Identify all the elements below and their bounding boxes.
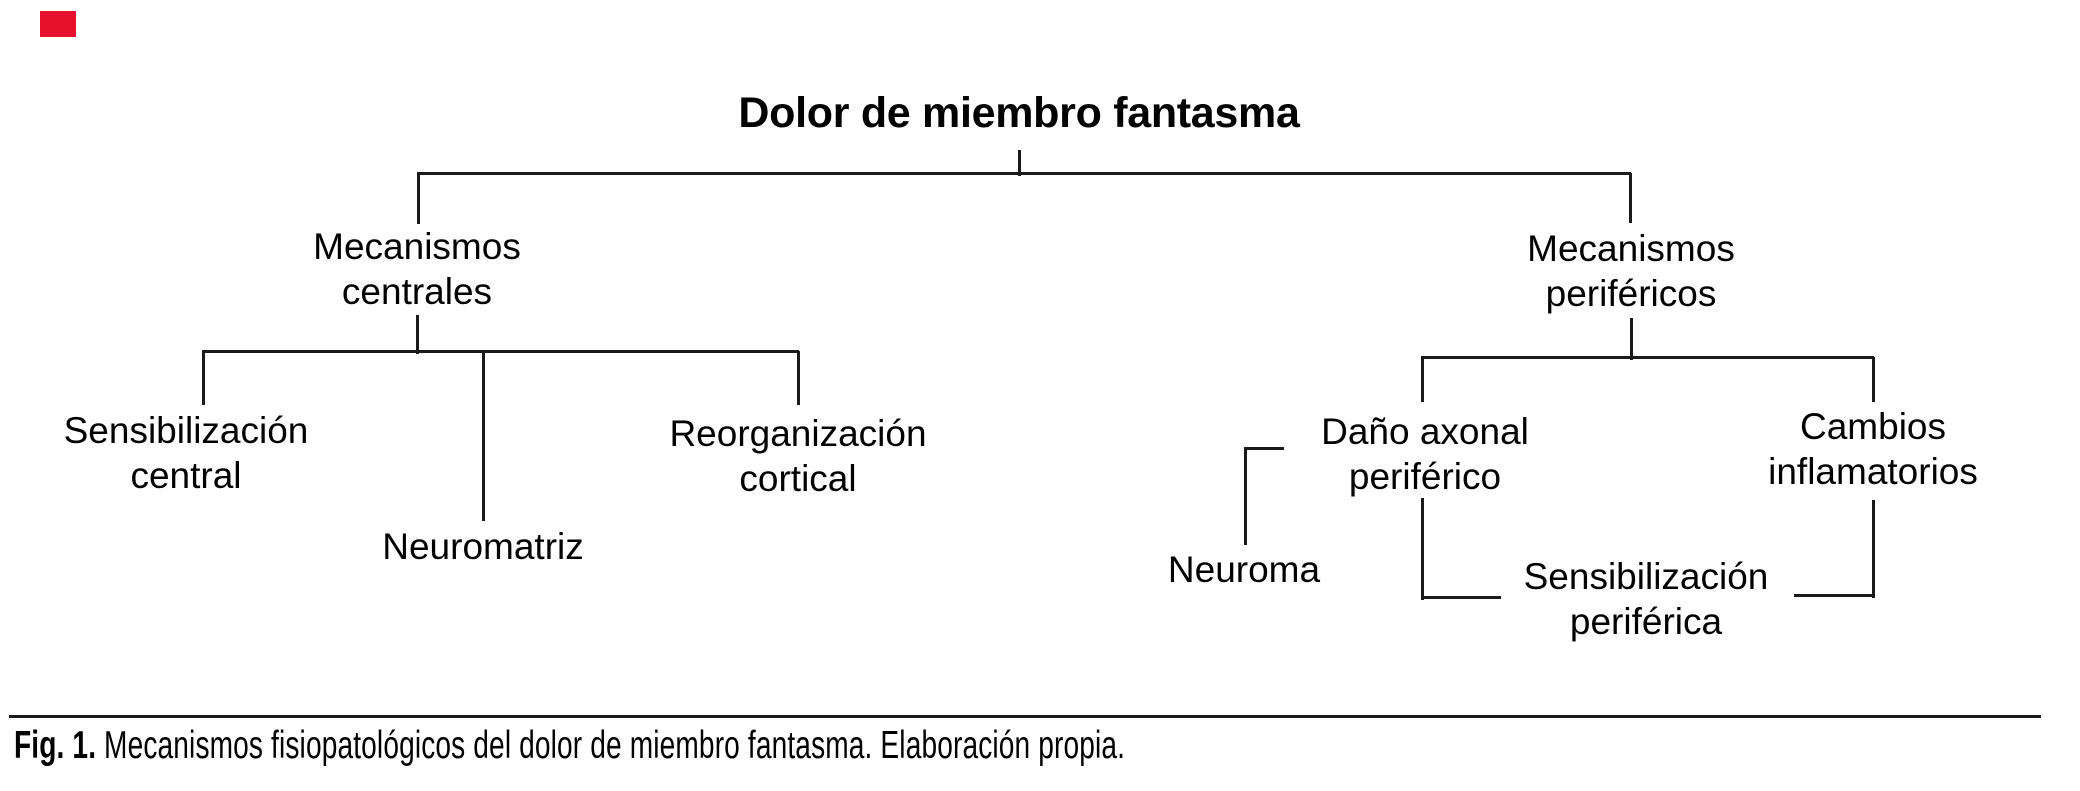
figure-caption: Fig. 1.Mecanismos fisiopatológicos del d… [14, 723, 1125, 768]
connector-line [202, 351, 205, 405]
node-label: Neuroma [1167, 549, 1321, 590]
connector-line [1872, 357, 1875, 402]
connector-line [1244, 448, 1247, 545]
node-neuroma: Neuroma [1168, 547, 1320, 592]
connector-line [1421, 357, 1424, 402]
node-label: Cambios [1799, 406, 1946, 447]
connector-line [482, 351, 485, 521]
diagram-title: Dolor de miembro fantasma [738, 89, 1300, 137]
connector-line [797, 351, 800, 405]
node-label: Reorganización [669, 413, 927, 454]
node-cambios-inflamatorios: Cambios inflamatorios [1768, 404, 1978, 494]
connector-line [417, 172, 1631, 175]
figure-caption-label: Fig. 1. [14, 724, 97, 767]
connector-line [1421, 498, 1424, 600]
figure-caption-text: Mecanismos fisiopatológicos del dolor de… [104, 724, 1126, 767]
connector-line [1872, 500, 1875, 598]
node-sensibilizacion-central: Sensibilización central [64, 408, 309, 498]
connector-line [1630, 318, 1633, 360]
connector-line [1794, 594, 1874, 597]
connector-line [1018, 150, 1021, 176]
node-label: Mecanismos [313, 226, 521, 267]
node-label: cortical [739, 458, 857, 499]
connector-line [417, 173, 420, 224]
node-label: periféricos [1545, 273, 1717, 314]
node-neuromatriz: Neuromatriz [382, 524, 584, 569]
node-sensibilizacion-periferica: Sensibilización periférica [1524, 554, 1769, 644]
node-label: centrales [341, 271, 493, 312]
node-reorganizacion-cortical: Reorganización cortical [669, 411, 926, 501]
connector-line [1421, 356, 1874, 359]
connector-line [1244, 447, 1284, 450]
node-label: central [130, 455, 242, 496]
red-marker-square [40, 11, 76, 37]
connector-line [202, 350, 799, 353]
node-label: periférica [1569, 601, 1723, 642]
node-mecanismos-centrales: Mecanismos centrales [313, 224, 521, 314]
node-label: Sensibilización [1523, 556, 1769, 597]
node-label: Mecanismos [1527, 228, 1735, 269]
node-label: Sensibilización [63, 410, 309, 451]
connector-line [416, 315, 419, 354]
node-dano-axonal-periferico: Daño axonal periférico [1321, 409, 1529, 499]
connector-line [1421, 596, 1501, 599]
node-label: Neuromatriz [382, 526, 584, 567]
node-mecanismos-perifericos: Mecanismos periféricos [1527, 226, 1735, 316]
node-label: periférico [1348, 456, 1502, 497]
node-label: inflamatorios [1768, 451, 1978, 492]
connector-line [1629, 173, 1632, 223]
node-label: Daño axonal [1321, 411, 1529, 452]
connector-line [9, 715, 2041, 718]
